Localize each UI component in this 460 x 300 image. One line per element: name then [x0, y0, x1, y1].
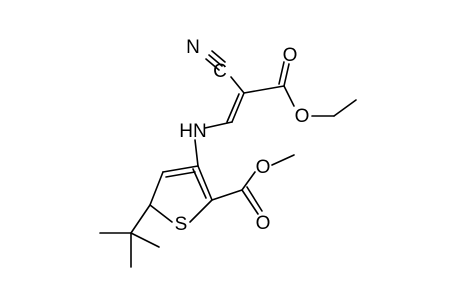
atom-label-methyl-ether-o: O — [256, 157, 271, 178]
bond-ester-carbon-to-ether-oxygen — [283, 85, 295, 107]
bond-ring-c4-c5 — [149, 171, 164, 206]
atom-label-ring-s: S — [175, 214, 188, 235]
bond-ring-c2-c3-inner — [192, 168, 207, 199]
bond-alkene-to-ester-carbon — [243, 85, 285, 94]
bond-ethyl-ch2-to-ch3 — [333, 99, 357, 117]
atom-label-nitrile-c: C — [213, 61, 227, 82]
atom-label-nitrile-n: N — [186, 37, 200, 58]
bond-ring-c5-to-tbutyl — [130, 204, 151, 234]
bond-ester-carbon-to-methyl-oxygen — [241, 171, 256, 191]
bond-ring-c2-c3 — [197, 165, 213, 201]
bond-nitrile-to-alkene — [230, 76, 245, 94]
atom-label-amine-hn: HN — [179, 121, 206, 142]
atom-label-ester-ether-o: O — [295, 106, 310, 127]
bond-ring-c3-c4-inner — [165, 171, 196, 178]
bond-ring-c2-to-ester-carbon — [211, 189, 243, 201]
bond-amine-to-ring-c3 — [194, 139, 199, 167]
bond-methyl-oxygen-to-methyl — [271, 154, 295, 166]
bond-ring-c3-c4 — [162, 165, 199, 173]
atom-label-ester-carbonyl-o: O — [283, 45, 298, 66]
methyl-ester-carbonyl-double-bond — [241, 186, 263, 215]
bond-ring-c5-s — [149, 204, 173, 223]
atom-label-methyl-carbonyl-o: O — [256, 213, 271, 234]
bond-vinyl-to-amine — [204, 121, 233, 129]
nitrile-triple-bond — [205, 50, 226, 71]
ester-carbonyl-double-bond — [278, 61, 290, 87]
bond-ring-s-c2 — [189, 199, 213, 223]
bond-tbutyl-methyl-3 — [130, 232, 160, 248]
alkene-double-bond — [226, 92, 245, 123]
